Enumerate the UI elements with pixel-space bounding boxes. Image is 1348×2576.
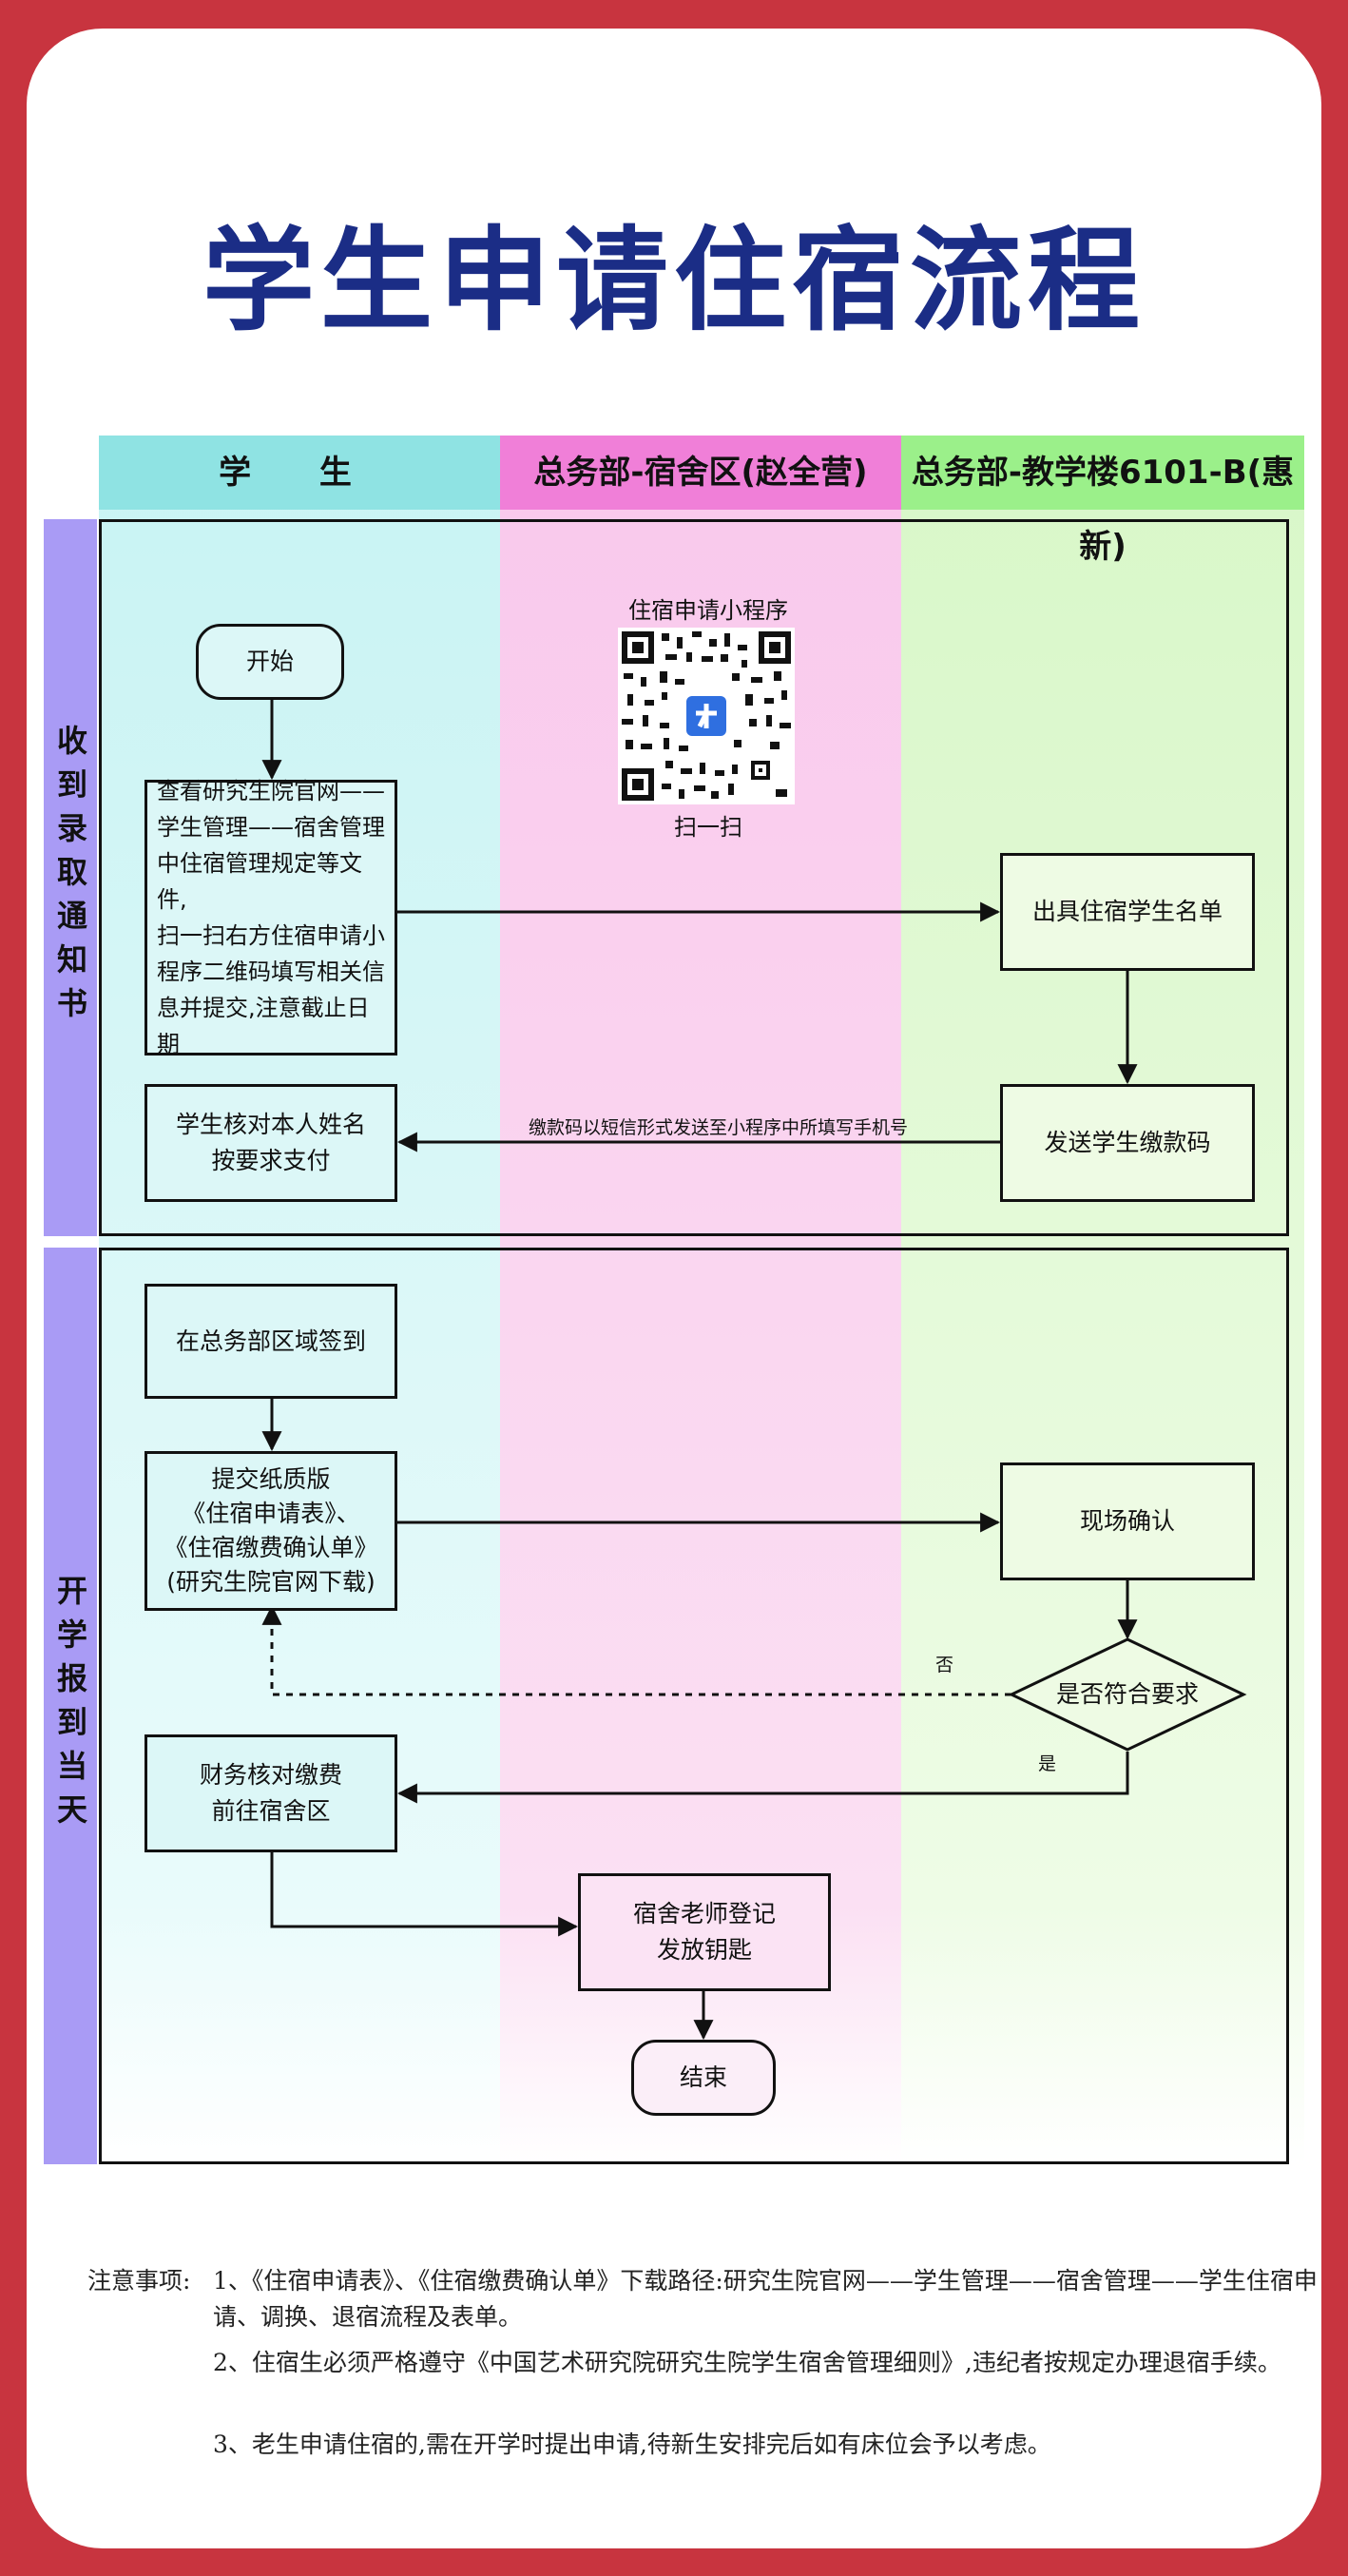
decision-label: 是否符合要求: [1055, 1680, 1199, 1708]
note-item-2: 2、住宿生必须严格遵守《中国艺术研究院研究生院学生宿舍管理细则》,违纪者按规定办…: [213, 2349, 1281, 2376]
notes-label: 注意事项:: [87, 2267, 191, 2295]
lane-teaching: [901, 436, 1304, 2164]
decision-diamond: [1008, 1637, 1247, 1752]
lane-header-teaching: 总务部-教学楼6101-B(惠新): [901, 436, 1304, 566]
send-code-step: 发送学生缴款码: [1000, 1084, 1255, 1202]
phase-frame-registration: [99, 1248, 1289, 2164]
note-item-3: 3、老生申请住宿的,需在开学时提出申请,待新生安排完后如有床位会予以考虑。: [213, 2431, 1051, 2458]
edge-decision-no: [261, 1604, 1011, 1696]
sms-edge-label: 缴款码以短信形式发送至小程序中所填写手机号: [529, 1117, 909, 1138]
qr-code-icon[interactable]: [618, 628, 795, 804]
edge-label-no: 否: [935, 1655, 954, 1675]
lane-header-student: 学 生: [99, 436, 500, 510]
check-website-step: 查看研究生院官网—— 学生管理——宿舍管理 中住宿管理规定等文件, 扫一扫右方住…: [144, 778, 397, 1057]
phase-label-registration: 开学报到当天: [44, 1248, 97, 2164]
page-title: 学生申请住宿流程: [202, 215, 1146, 346]
start-node: 开始: [196, 624, 344, 700]
phase-label-admission: 收到录取通知书: [44, 519, 97, 1236]
finance-check-step: 财务核对缴费 前往宿舍区: [144, 1734, 397, 1852]
sign-in-step: 在总务部区域签到: [144, 1284, 397, 1399]
note-item-1: 1、《住宿申请表》、《住宿缴费确认单》下载路径:研究生院官网——学生管理——宿舍…: [213, 2267, 1318, 2331]
submit-forms-step: 提交纸质版 《住宿申请表》、 《住宿缴费确认单》 (研究生院官网下载): [144, 1451, 397, 1611]
end-node: 结束: [631, 2040, 776, 2116]
qr-caption: 住宿申请小程序: [628, 597, 788, 624]
onsite-confirm-step: 现场确认: [1000, 1462, 1255, 1580]
edge-label-yes: 是: [1038, 1753, 1057, 1774]
edge-decision-yes: [396, 1752, 1129, 1804]
register-keys-step: 宿舍老师登记 发放钥匙: [578, 1873, 831, 1991]
verify-pay-step: 学生核对本人姓名 按要求支付: [144, 1084, 397, 1202]
issue-list-step: 出具住宿学生名单: [1000, 853, 1255, 971]
lane-header-dorm: 总务部-宿舍区(赵全营): [500, 436, 901, 510]
qr-scan-label: 扫一扫: [674, 814, 742, 841]
phase-frame-admission: [99, 519, 1289, 1236]
edge-finance-to-register: [270, 1850, 579, 1937]
